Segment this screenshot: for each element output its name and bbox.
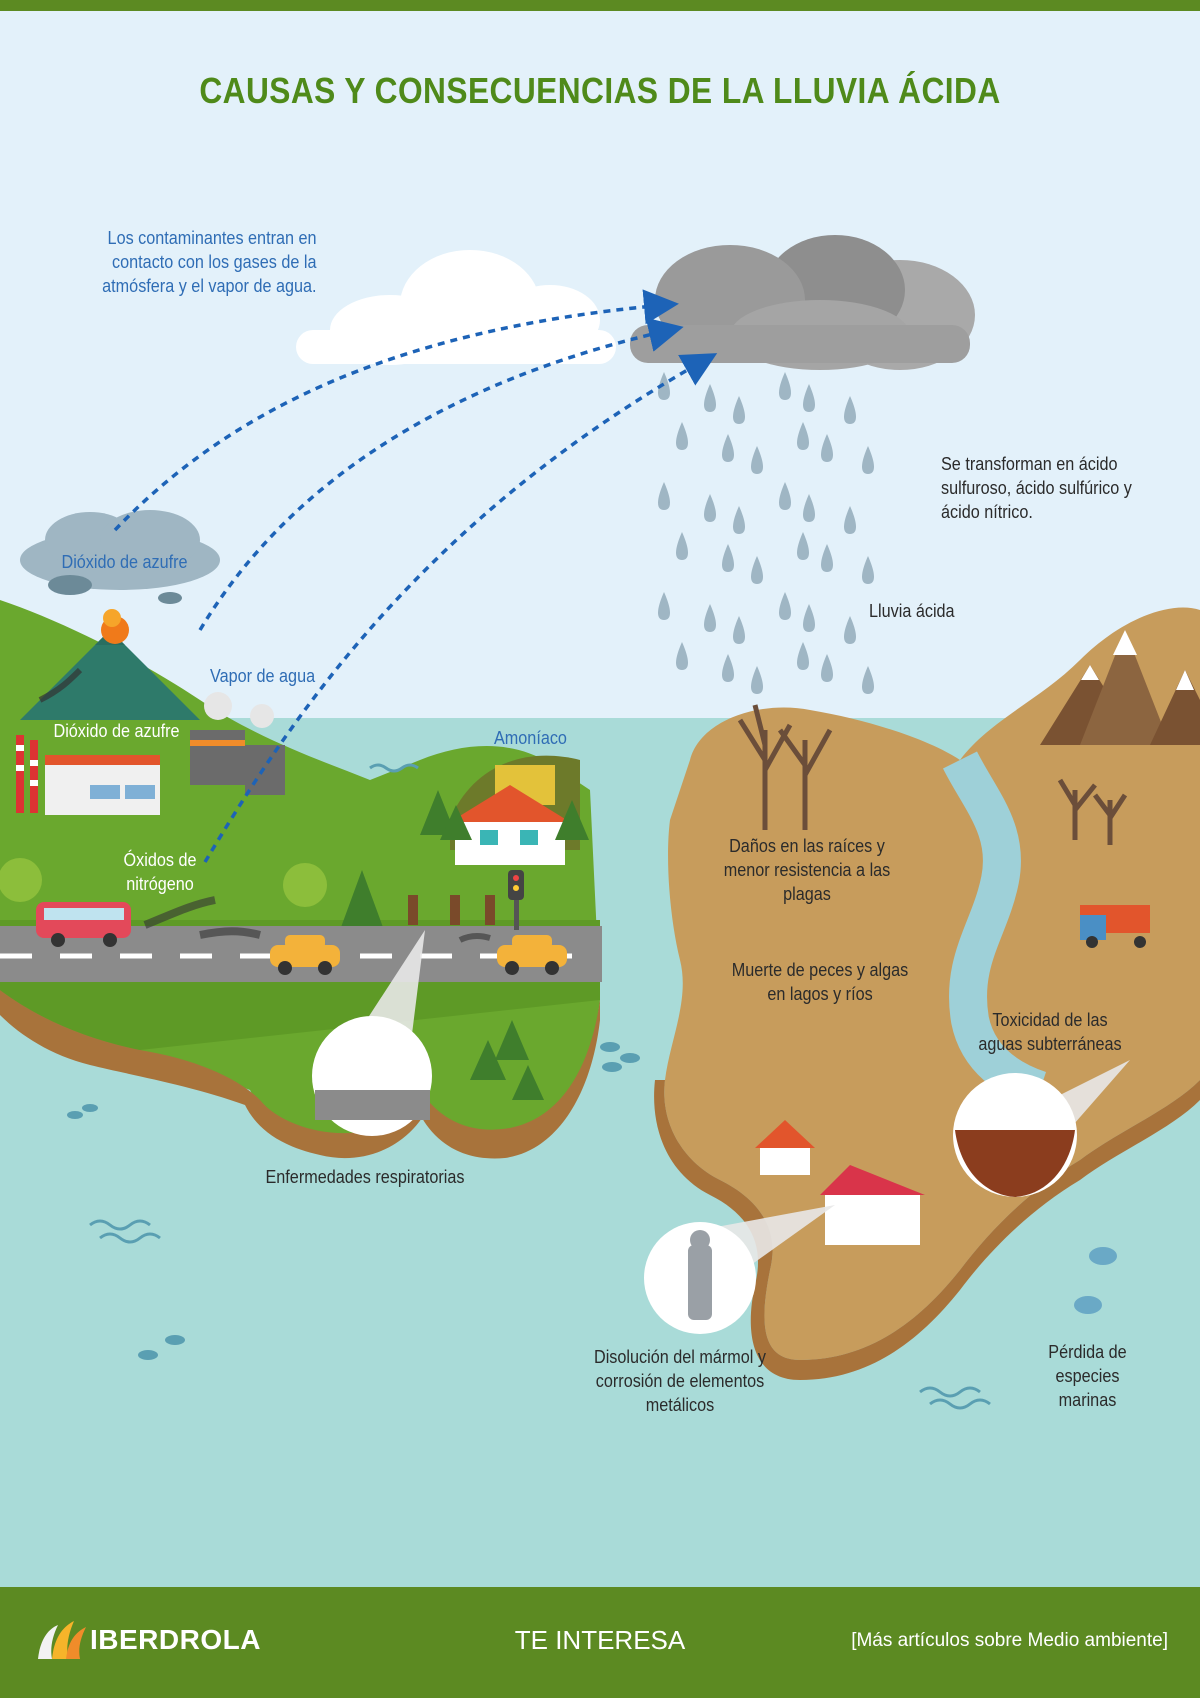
rain-drop [676,532,688,560]
rain-drop [676,642,688,670]
waves [89,763,991,1410]
left-trees [0,790,589,1100]
rain-drops [658,372,874,694]
label-sulfur-dioxide-volcano: Dióxido de azufre [61,552,188,572]
label-ammonia: Amoníaco [494,728,567,748]
section-label: TE INTERESA [514,1625,686,1655]
white-cloud [296,250,616,365]
rain-drop [722,544,734,572]
label-respiratory: Enfermedades respiratorias [265,1167,465,1187]
rain-drop [779,592,791,620]
bus [36,902,131,947]
rain-drop [751,556,763,584]
rain-drop [751,666,763,694]
rain-drop [844,506,856,534]
rain-drop [658,372,670,400]
dead-fish [1074,1247,1117,1314]
rain-drop [779,372,791,400]
more-articles-link[interactable]: [Más artículos sobre Medio ambiente] [851,1630,1168,1651]
rain-drop [704,384,716,412]
label-marble: Disolución del mármol y corrosión de ele… [594,1347,766,1415]
top-bar [0,0,1200,11]
farm-house [450,755,580,865]
footer [0,1587,1200,1698]
rain-drop [751,446,763,474]
label-roots: Daños en las raíces y menor resistencia … [723,836,891,904]
factory [16,692,285,815]
brand-name: IBERDROLA [90,1624,261,1655]
rain-drop [862,446,874,474]
page-title: CAUSAS Y CONSECUENCIAS DE LA LLUVIA ÁCID… [199,70,1001,111]
sulfur-dioxide-cloud [20,510,220,604]
rain-drop [733,506,745,534]
rain-drop [821,654,833,682]
rain-drop [722,654,734,682]
rain-drop [862,666,874,694]
car-2 [497,935,567,975]
label-species: Pérdida de especies marinas [1048,1342,1127,1410]
label-sulfur-dioxide-factory: Dióxido de azufre [53,721,180,741]
rain-drop [658,482,670,510]
label-contaminants: Los contaminantes entran en contacto con… [102,228,317,296]
rain-drop [844,616,856,644]
rain-drop [704,604,716,632]
rain-drop [704,494,716,522]
label-transform: Se transforman en ácido sulfuroso, ácido… [941,454,1132,522]
rain-drop [722,434,734,462]
truck [1080,905,1150,948]
pollution-arrows [113,289,718,863]
rain-drop [797,642,809,670]
rain-drop [779,482,791,510]
rain-drop [676,422,688,450]
rain-drop [803,384,815,412]
rain-drop [844,396,856,424]
label-nitrogen-oxides: Óxidos de nitrógeno [123,850,197,894]
label-acid-rain: Lluvia ácida [869,601,955,621]
rain-drop [803,494,815,522]
iberdrola-logo-icon [38,1621,86,1659]
rain-drop [821,434,833,462]
rain-drop [797,532,809,560]
car-1 [270,935,340,975]
rain-drop [658,592,670,620]
label-groundwater: Toxicidad de las aguas subterráneas [978,1010,1122,1054]
volcano [20,630,200,720]
label-fish-death: Muerte de peces y algas en lagos y ríos [731,960,909,1004]
label-water-vapor: Vapor de agua [210,666,316,686]
rain-drop [821,544,833,572]
rain-drop [803,604,815,632]
rain-drop [862,556,874,584]
pedestrians [408,870,524,930]
right-houses [755,1120,925,1245]
rain-drop [797,422,809,450]
rain-drop [733,616,745,644]
right-mountains [1040,630,1200,745]
dead-trees [737,704,1128,845]
fish [67,1042,640,1360]
rain-drop [733,396,745,424]
